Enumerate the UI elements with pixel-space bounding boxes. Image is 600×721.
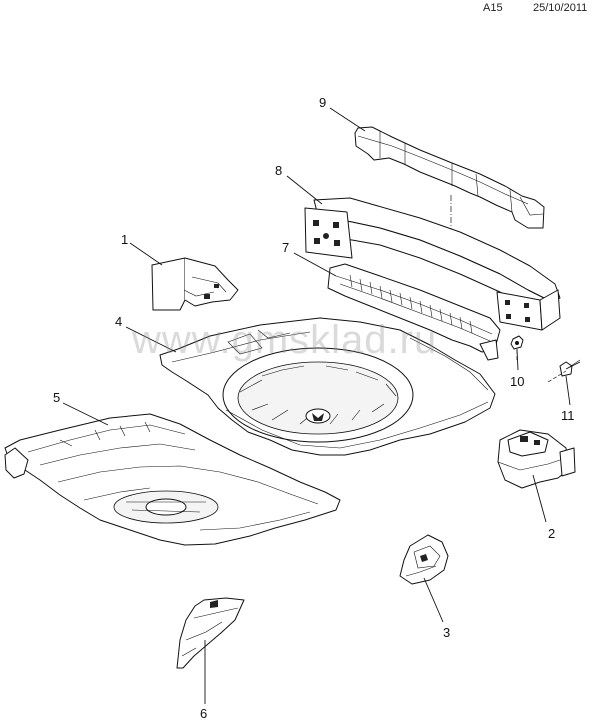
- leader-9: [329, 107, 366, 132]
- part-6-bracket: [176, 597, 245, 669]
- part-7-rear-panel: [327, 263, 501, 361]
- leader-10: [516, 348, 519, 371]
- part-4-spare-wheel-tub: [159, 317, 496, 456]
- leader-7: [293, 252, 337, 277]
- part-5-floor-pan: [4, 413, 341, 546]
- callout-9: 9: [319, 95, 326, 110]
- part-11-bolt: [559, 359, 581, 377]
- leader-8: [286, 175, 323, 205]
- leader-11: [565, 375, 571, 406]
- callout-2: 2: [548, 526, 555, 541]
- leader-2: [532, 474, 547, 523]
- leader-lines: [62, 107, 571, 704]
- page-date: 25/10/2011: [533, 2, 588, 14]
- callout-1: 1: [121, 232, 128, 247]
- leader-5: [62, 402, 109, 426]
- part-2-side-bracket: [497, 429, 576, 489]
- callout-5: 5: [53, 390, 60, 405]
- callout-numbers: 1 2 3 4 5 6 7 8 9 10 11: [53, 95, 575, 721]
- page-code: A15: [483, 2, 503, 14]
- leader-3: [423, 577, 444, 623]
- part-10-nut: [510, 335, 524, 350]
- callout-8: 8: [275, 163, 282, 178]
- part-1-bracket: [151, 257, 239, 311]
- leader-1: [129, 242, 163, 266]
- callout-3: 3: [443, 625, 450, 640]
- part-9-absorber: [354, 126, 545, 229]
- callout-4: 4: [115, 314, 122, 329]
- part-8-reinforcement-beam: [304, 197, 561, 331]
- part-3-bracket: [399, 534, 449, 585]
- callout-6: 6: [200, 706, 207, 721]
- callout-10: 10: [510, 374, 524, 389]
- callout-7: 7: [282, 240, 289, 255]
- leader-4: [125, 326, 177, 353]
- watermark: www.gmsklad.ru: [132, 318, 438, 362]
- callout-11: 11: [561, 408, 575, 423]
- bolt-axis: [547, 370, 567, 383]
